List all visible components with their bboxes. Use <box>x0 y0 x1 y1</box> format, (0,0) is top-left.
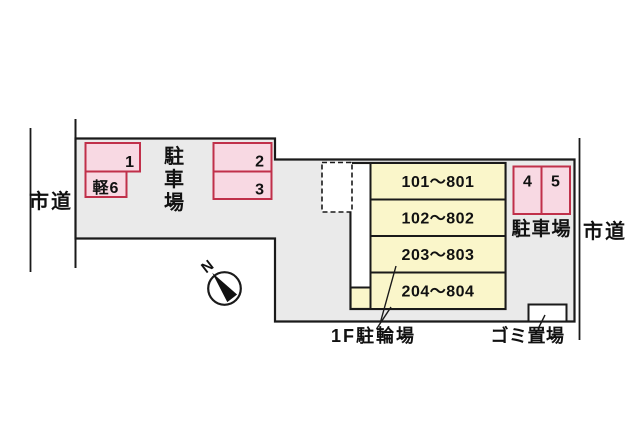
bicycle-parking-label: 1F駐輪場 <box>331 325 416 346</box>
garbage-leader-line <box>537 314 546 329</box>
parking-space-1 <box>84 142 141 173</box>
compass-needle <box>212 272 238 303</box>
unit-row-2-label: 102〜802 <box>402 211 475 228</box>
left-parking-area-label-char2: 車 <box>164 167 184 191</box>
bicycle-parking-leader-line-1 <box>379 265 397 323</box>
north-compass-icon: N <box>198 257 242 306</box>
parking-space-4 <box>512 165 543 215</box>
unit-row-1-label: 101〜801 <box>402 174 475 191</box>
entrance-dashed-box <box>321 161 353 213</box>
parking-space-kei6-label: 軽6 <box>93 178 120 197</box>
parking-space-3 <box>212 170 273 200</box>
garbage-area-label: ゴミ置場 <box>491 325 565 346</box>
right-road-label: 市道 <box>583 219 627 243</box>
parking-space-5 <box>540 165 571 215</box>
parking-space-5-label: 5 <box>551 174 560 191</box>
left-road-label: 市道 <box>29 189 73 213</box>
left-parking-area-label-char3: 場 <box>164 191 184 214</box>
unit-row-3-label: 203〜803 <box>402 247 475 264</box>
parking-space-1-label: 1 <box>125 154 134 171</box>
unit-row-4-label: 204〜804 <box>402 284 475 301</box>
left-parking-area-label-char1: 駐 <box>164 144 184 168</box>
parking-space-4-label: 4 <box>523 174 532 191</box>
parking-space-2-label: 2 <box>255 154 264 171</box>
garbage-box <box>527 303 568 323</box>
compass-north-label: N <box>198 257 217 277</box>
bicycle-parking-leader-line-2 <box>375 306 392 330</box>
right-parking-area-label: 駐車場 <box>511 217 571 240</box>
parking-space-3-label: 3 <box>255 182 264 199</box>
unit-row-1 <box>369 162 507 201</box>
parking-space-kei6 <box>84 170 128 198</box>
building-corridor <box>351 164 371 287</box>
